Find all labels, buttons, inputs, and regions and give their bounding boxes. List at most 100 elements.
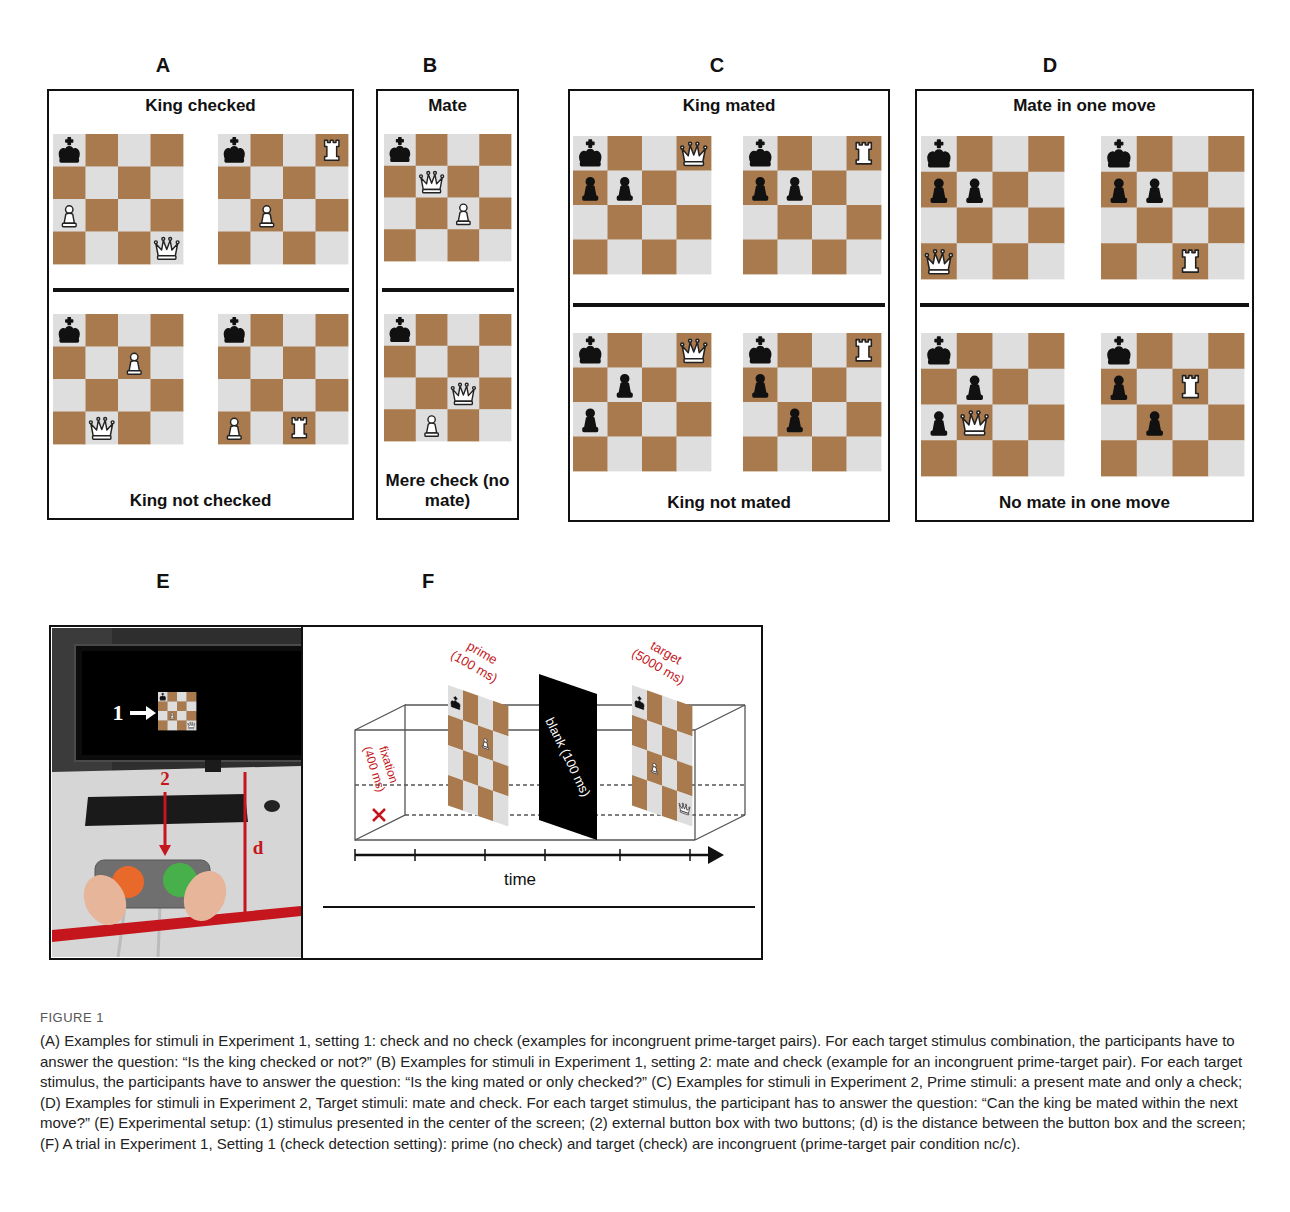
board-square [448,685,463,721]
board-square [921,333,957,369]
pawn-head [756,178,764,186]
queen-body [682,145,705,161]
pawn-head [791,409,799,417]
board-square [384,198,416,230]
photo-wall [52,628,301,957]
board-square [1173,243,1209,279]
king-body [928,347,950,360]
board-square [478,726,493,762]
board-square [778,171,813,206]
pawn-head [131,353,138,360]
board-square [957,440,993,476]
queen-tip [977,411,980,414]
arrow-head [159,845,171,856]
board-square [677,701,692,737]
rook-body [856,340,871,361]
board-square [632,775,647,811]
king-cross [1115,337,1123,345]
king-body [59,327,79,339]
pawn-base [967,198,982,202]
board-square [53,412,86,445]
board-square [812,171,847,206]
monitor-stand [205,760,221,772]
board-square [168,711,178,721]
pawn-body [585,417,596,428]
board-square [573,437,608,472]
board-square [1173,440,1209,476]
board-square [812,240,847,275]
king-base [581,359,600,362]
board-square [632,715,647,751]
chess-piece [787,409,802,431]
board-square [957,136,993,172]
panel-letter: D [1043,54,1057,77]
board-square [743,171,778,206]
king-body [390,326,409,338]
board-square [847,437,882,472]
board-square [743,402,778,437]
board-square [448,314,480,346]
board-square [677,205,712,240]
queen-body [682,342,705,358]
panel-letter: E [156,570,169,593]
board-square [416,378,448,410]
chess-piece [457,204,470,224]
board-square [573,240,608,275]
board-square [463,690,478,726]
queen-tip [111,421,114,424]
panel-footer: No mate in one move [921,493,1248,513]
chess-piece [931,179,946,202]
chess-piece [750,337,771,363]
chess-piece [753,178,768,200]
board-square [957,172,993,208]
board-square [1101,333,1137,369]
board-square [151,347,184,380]
board-square [1101,243,1137,279]
king-cross [587,140,594,147]
queen-tip [427,172,430,175]
time-axis [355,854,712,857]
time-tick [544,849,546,861]
board-square [778,437,813,472]
chess-piece [617,178,632,200]
chess-board [384,134,511,261]
board-square [316,167,349,200]
queen-body [91,420,113,435]
board-square [53,379,86,412]
board-square [608,368,643,403]
board-square [416,409,448,441]
board-square [847,205,882,240]
callout-number: 1 [113,700,124,726]
pawn-body [129,361,139,371]
board-square [1208,172,1244,208]
queen-base [684,162,703,166]
pawn-base [170,718,174,719]
board-square [957,333,993,369]
panel-footer: King not mated [574,493,884,513]
board-square [608,136,643,171]
chess-piece [931,412,946,435]
board-square [416,314,448,346]
board-square [283,134,316,167]
pawn-head [935,179,943,187]
chess-piece [925,250,952,274]
pawn-base [260,223,274,226]
board-square [251,167,284,200]
king-cross [587,337,594,344]
panel-footer: King not checked [53,491,348,511]
board-square [283,379,316,412]
chess-piece [617,375,632,397]
board-square [812,136,847,171]
board-square [218,232,251,265]
board-square [478,786,493,822]
chess-board [218,314,348,444]
pawn-base [787,196,802,200]
board-square [608,240,643,275]
chess-piece [1183,376,1199,398]
pawn-head [971,376,979,384]
chess-board [53,314,183,444]
panel-heading: King mated [574,96,884,116]
board-square [316,134,349,167]
desk [52,766,301,957]
board-square [1208,369,1244,405]
